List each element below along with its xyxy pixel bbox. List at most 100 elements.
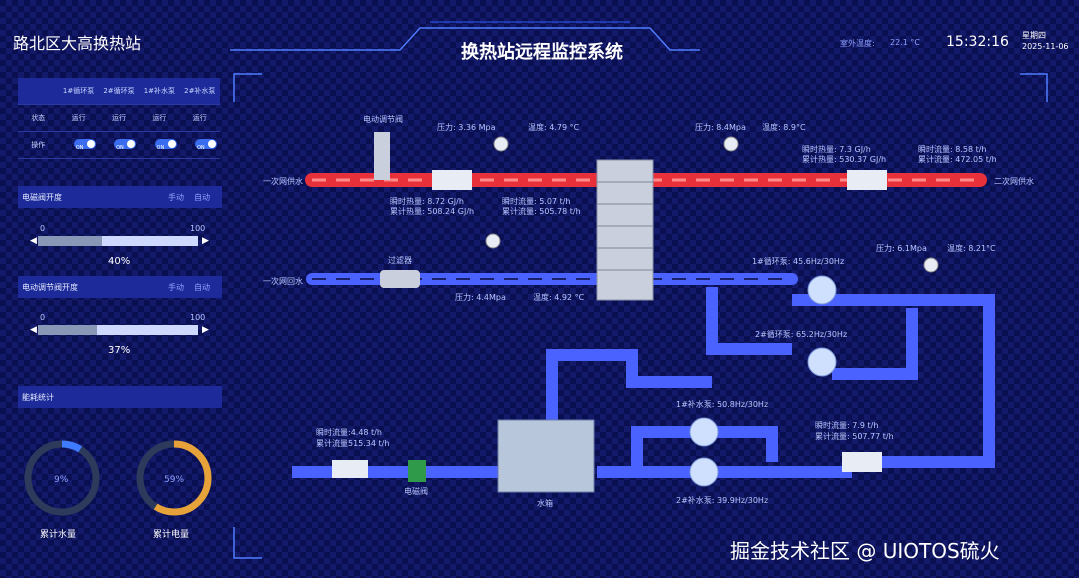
toggle-label: ON bbox=[75, 145, 84, 151]
pump-toggle[interactable]: ON bbox=[98, 132, 140, 159]
header-frame bbox=[230, 21, 700, 51]
slider-left-arrow[interactable]: ◀ bbox=[30, 325, 37, 335]
p3-readout: 压力: 4.4Mpa bbox=[455, 293, 506, 302]
date: 2025-11-06 bbox=[1022, 42, 1069, 51]
pressure-gauge bbox=[723, 136, 739, 152]
power-ring bbox=[136, 440, 212, 516]
pump-toggle[interactable]: ON bbox=[139, 132, 180, 159]
slider-right-arrow[interactable]: ▶ bbox=[202, 236, 209, 246]
solenoid-valve bbox=[408, 460, 426, 482]
makeup-pump-1 bbox=[689, 417, 719, 447]
pump-toggle[interactable]: ON bbox=[58, 132, 99, 159]
valve1-slider[interactable]: ◀ ▶ bbox=[30, 234, 210, 248]
slider-fill bbox=[38, 236, 102, 246]
slider-max: 100 bbox=[190, 313, 206, 322]
water-tank bbox=[497, 419, 595, 493]
flow-meter bbox=[432, 170, 472, 190]
valve2-value: 37% bbox=[108, 345, 131, 356]
table-header-cell: 2#循环泵 bbox=[98, 78, 140, 105]
water-pct: 9% bbox=[54, 475, 69, 485]
cum-heat: 累计热量: 530.37 GJ/h bbox=[802, 155, 887, 164]
supply1-label: 一次网供水 bbox=[263, 177, 303, 186]
pump1-freq: 1#循环泵: 45.6Hz/30Hz bbox=[752, 257, 845, 266]
status-cell: 运行 bbox=[179, 105, 220, 132]
t2-readout: 温度: 8.9°C bbox=[762, 123, 806, 132]
inst-flow4: 瞬时流量:4.48 t/h bbox=[316, 428, 382, 437]
site-name: 路北区大高换热站 bbox=[13, 34, 142, 53]
table-row: 状态 运行 运行 运行 运行 bbox=[18, 105, 220, 132]
energy-header: 能耗统计 bbox=[18, 386, 222, 408]
auto-button[interactable]: 自动 bbox=[194, 193, 210, 202]
toggle-switch[interactable] bbox=[73, 139, 96, 149]
outdoor-temp-value: 22.1 °C bbox=[890, 38, 920, 47]
cum-heat1: 累计热量: 508.24 GJ/h bbox=[390, 207, 475, 216]
status-row-label: 状态 bbox=[18, 105, 59, 132]
valve1-title: 电磁阀开度 bbox=[22, 193, 62, 202]
inst-flow2: 瞬时流量: 8.58 t/h bbox=[918, 145, 987, 154]
energy-title: 能耗统计 bbox=[22, 393, 54, 402]
pump-toggle[interactable]: ON bbox=[179, 132, 220, 159]
cum-flow1: 累计流量: 505.78 t/h bbox=[502, 207, 581, 216]
makeup-pump-2 bbox=[689, 457, 719, 487]
t1-readout: 温度: 4.79 °C bbox=[528, 123, 580, 132]
toggle-switch[interactable] bbox=[154, 139, 177, 149]
manual-button[interactable]: 手动 bbox=[168, 193, 184, 202]
power-label: 累计电量 bbox=[153, 530, 190, 540]
valve2-slider[interactable]: ◀ ▶ bbox=[30, 323, 210, 337]
table-header-row: 1#循环泵 2#循环泵 1#补水泵 2#补水泵 bbox=[18, 78, 220, 105]
clock: 15:32:16 bbox=[946, 34, 1009, 50]
pump-table: 1#循环泵 2#循环泵 1#补水泵 2#补水泵 状态 运行 运行 运行 运行 操… bbox=[18, 78, 220, 159]
valve2-header: 电动调节阀开度 手动 自动 bbox=[18, 276, 222, 298]
watermark: 掘金技术社区 @ UIOTOS硫火 bbox=[730, 539, 1000, 563]
cum-flow4: 累计流量515.34 t/h bbox=[316, 439, 390, 448]
p1-readout: 压力: 3.36 Mpa bbox=[437, 123, 496, 132]
valve2-title: 电动调节阀开度 bbox=[22, 283, 78, 292]
water-ring bbox=[24, 440, 100, 516]
toggle-switch[interactable] bbox=[194, 139, 217, 149]
p2-readout: 压力: 8.4Mpa bbox=[695, 123, 746, 132]
table-header-cell bbox=[18, 78, 59, 105]
t4-readout: 温度: 8.21°C bbox=[947, 244, 996, 253]
solenoid-label: 电磁阀 bbox=[404, 487, 428, 496]
process-diagram bbox=[233, 73, 1048, 559]
toggle-switch[interactable] bbox=[114, 139, 137, 149]
table-header-cell: 2#补水泵 bbox=[179, 78, 220, 105]
slider-left-arrow[interactable]: ◀ bbox=[30, 236, 37, 246]
slider-min: 0 bbox=[40, 224, 46, 233]
makeup2-freq: 2#补水泵: 39.9Hz/30Hz bbox=[676, 496, 769, 505]
cum-flow2: 累计流量: 472.05 t/h bbox=[918, 155, 997, 164]
table-header-cell: 1#循环泵 bbox=[58, 78, 99, 105]
filter bbox=[380, 270, 420, 288]
slider-fill bbox=[38, 325, 98, 335]
slider-right-arrow[interactable]: ▶ bbox=[202, 325, 209, 335]
heat-exchanger bbox=[596, 159, 654, 301]
manual-button[interactable]: 手动 bbox=[168, 283, 184, 292]
table-row: 操作 ON ON ON ON bbox=[18, 132, 220, 159]
p4-readout: 压力: 6.1Mpa bbox=[876, 244, 927, 253]
water-label: 累计水量 bbox=[40, 530, 77, 540]
slider-max: 100 bbox=[190, 224, 206, 233]
pump2-freq: 2#循环泵: 65.2Hz/30Hz bbox=[755, 330, 848, 339]
filter-label: 过滤器 bbox=[388, 256, 412, 265]
status-cell: 运行 bbox=[98, 105, 140, 132]
valve1-value: 40% bbox=[108, 256, 131, 267]
return1-label: 一次网回水 bbox=[263, 277, 303, 286]
valve1-header: 电磁阀开度 手动 自动 bbox=[18, 186, 222, 208]
pump-2 bbox=[807, 347, 837, 377]
valve-label: 电动调节阀 bbox=[363, 115, 403, 124]
pump-1 bbox=[807, 275, 837, 305]
table-header-cell: 1#补水泵 bbox=[139, 78, 180, 105]
supply2-label: 二次网供水 bbox=[994, 177, 1034, 186]
control-valve bbox=[374, 132, 390, 180]
inst-flow1: 瞬时流量: 5.07 t/h bbox=[502, 197, 571, 206]
pressure-gauge bbox=[485, 233, 501, 249]
pressure-gauge bbox=[923, 257, 939, 273]
weekday: 星期四 bbox=[1022, 31, 1046, 40]
flow-meter bbox=[842, 452, 882, 472]
inst-heat1: 瞬时热量: 8.72 GJ/h bbox=[390, 197, 464, 206]
inst-flow3: 瞬时流量: 7.9 t/h bbox=[815, 421, 879, 430]
outdoor-temp-label: 室外温度: bbox=[840, 39, 875, 48]
op-row-label: 操作 bbox=[18, 132, 59, 159]
inst-heat: 瞬时热量: 7.3 GJ/h bbox=[802, 145, 871, 154]
auto-button[interactable]: 自动 bbox=[194, 283, 210, 292]
